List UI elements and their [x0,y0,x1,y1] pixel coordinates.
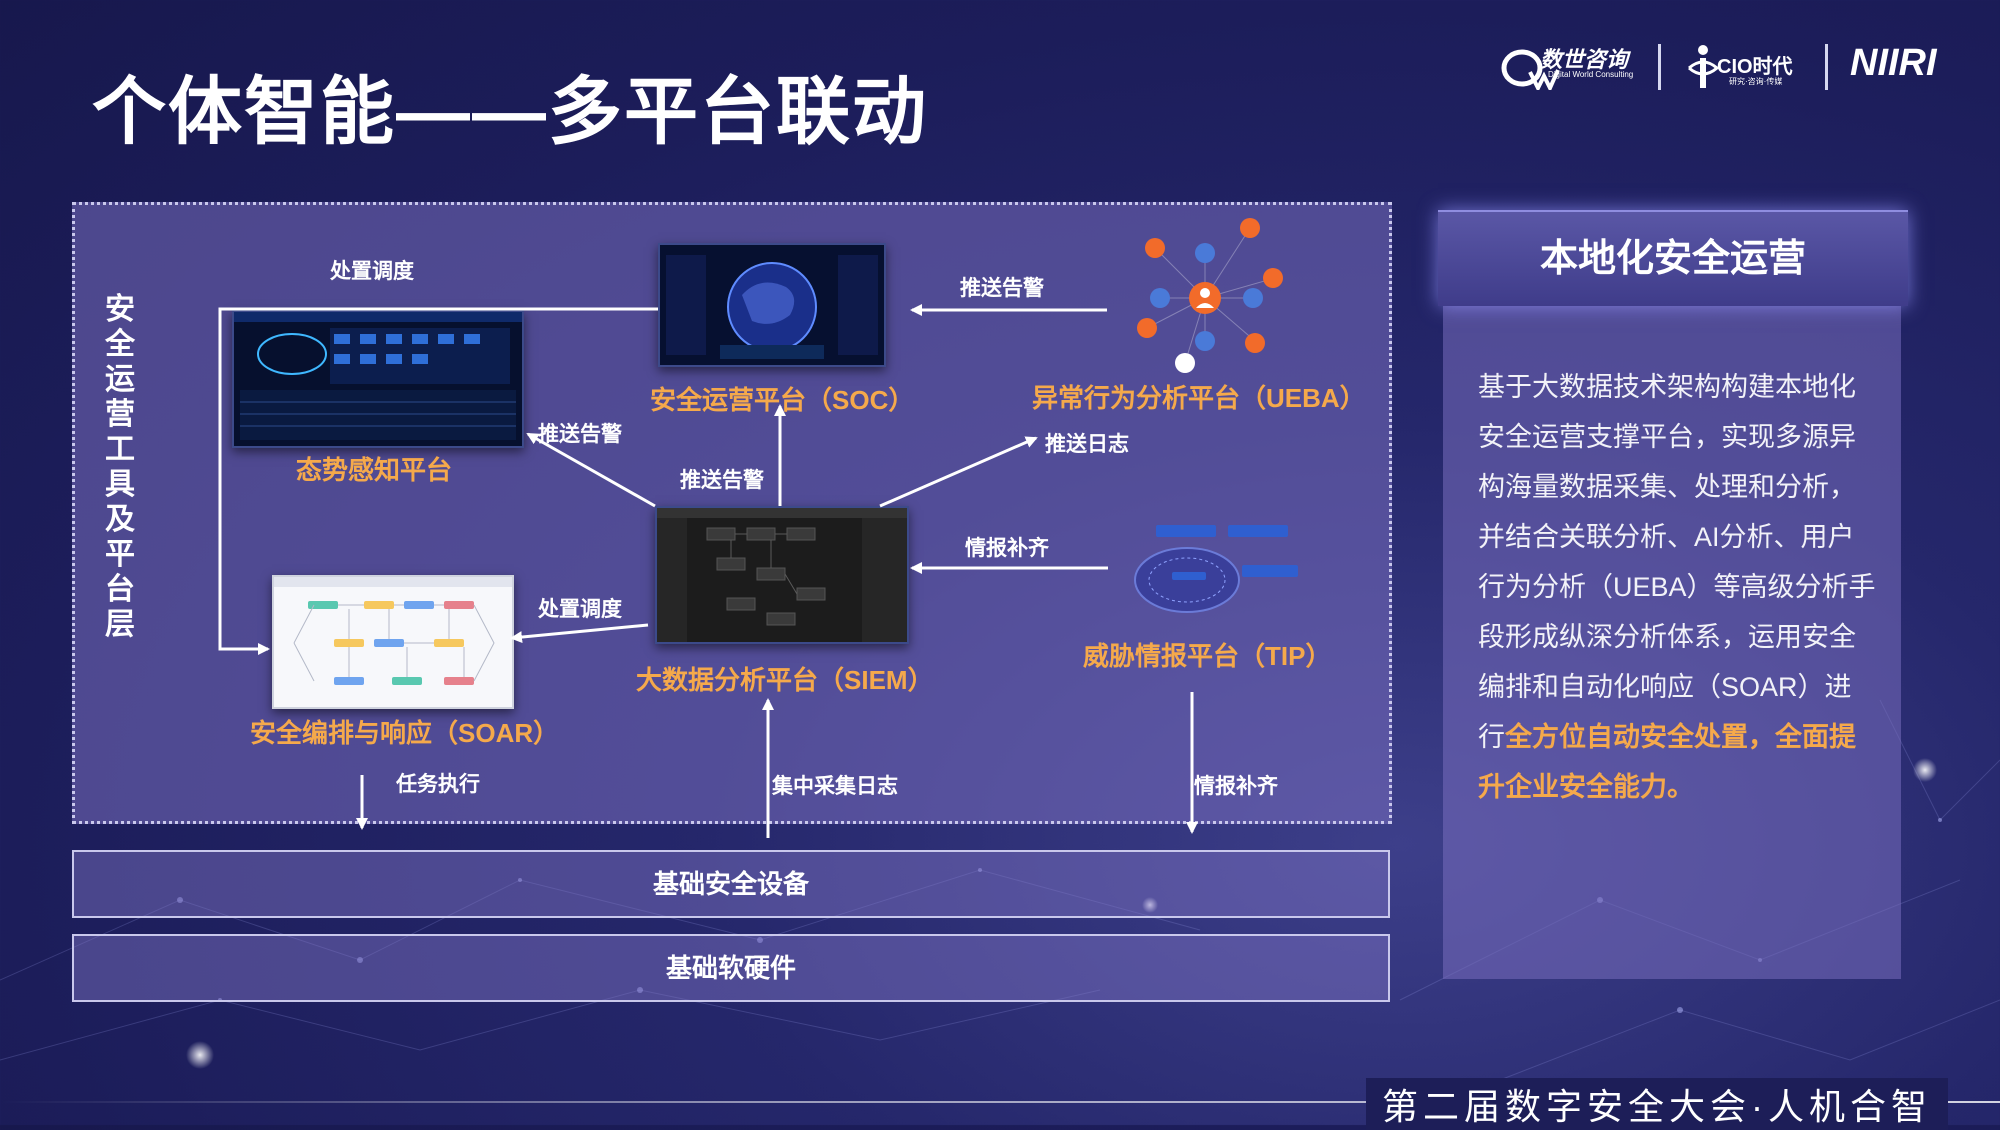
localized-ops-panel [1443,303,1901,979]
cio-logo-icon [1688,45,1720,88]
tip-node-graphic [1134,525,1298,613]
cio-logo-subtext: 研究·咨询·传媒 [1729,77,1783,86]
edge-label-push-alert-situational: 推送告警 [538,423,622,446]
tip-label: 威胁情报平台（TIP） [1083,641,1332,671]
edge-label-intel-supplement: 情报补齐 [965,537,1049,560]
dw-logo: 数世咨询 Digital World Consulting [1500,42,1650,93]
layer-label: 安全运营工具及平台层 [105,293,135,641]
panel-title: 本地化安全运营 [1438,210,1908,306]
base-security-devices-bar: 基础安全设备 [72,850,1390,918]
edge-label-dispatch-top: 处置调度 [330,260,414,283]
panel-description: 基于大数据技术架构构建本地化安全运营支撑平台，实现多源异构海量数据采集、处理和分… [1478,362,1878,812]
dw-logo-icon [1501,49,1560,93]
logo-divider [1658,44,1661,90]
footer-conference-name: 第二届数字安全大会·人机合智 [1366,1078,1948,1130]
niiri-logo-text: NIIRI [1850,42,1937,84]
page-title: 个体智能——多平台联动 [92,70,928,153]
dw-logo-text: 数世咨询 [1540,47,1629,72]
soar-label: 安全编排与响应（SOAR） [250,718,560,748]
cio-logo-text: CIO时代 [1717,56,1793,78]
partner-logos: 数世咨询 Digital World Consulting CIO时代 研究·咨… [1495,36,1955,96]
edge-label-push-log: 推送日志 [1045,433,1129,456]
soar-screenshot [272,575,514,709]
footer-divider [0,1101,2000,1103]
situational-awareness-label: 态势感知平台 [296,455,453,485]
niiri-logo: NIIRI [1850,42,1960,90]
ueba-label: 异常行为分析平台（UEBA） [1032,383,1366,413]
cio-logo: CIO时代 研究·咨询·传媒 [1685,42,1805,90]
soc-label: 安全运营平台（SOC） [650,385,915,415]
edge-label-dispatch-soar: 处置调度 [538,598,622,621]
edge-label-push-alert-ueba: 推送告警 [960,277,1044,300]
panel-description-highlight: 全方位自动安全处置，全面提升企业安全能力。 [1478,722,1856,802]
ueba-node-graphic [1137,218,1283,373]
siem-screenshot [655,506,909,644]
dw-logo-subtext: Digital World Consulting [1548,70,1634,79]
siem-label: 大数据分析平台（SIEM） [636,665,934,695]
edge-label-push-alert-siem: 推送告警 [680,469,764,492]
logo-divider [1825,44,1828,90]
edge-label-intel-supplement-down: 情报补齐 [1194,775,1278,798]
edge-label-task-execute: 任务执行 [396,773,480,796]
situational-awareness-screenshot [232,310,524,448]
base-hardware-software-bar: 基础软硬件 [72,934,1390,1002]
panel-description-normal: 基于大数据技术架构构建本地化安全运营支撑平台，实现多源异构海量数据采集、处理和分… [1478,372,1876,752]
soc-screenshot [658,243,886,367]
edge-label-collect-logs: 集中采集日志 [772,775,898,798]
